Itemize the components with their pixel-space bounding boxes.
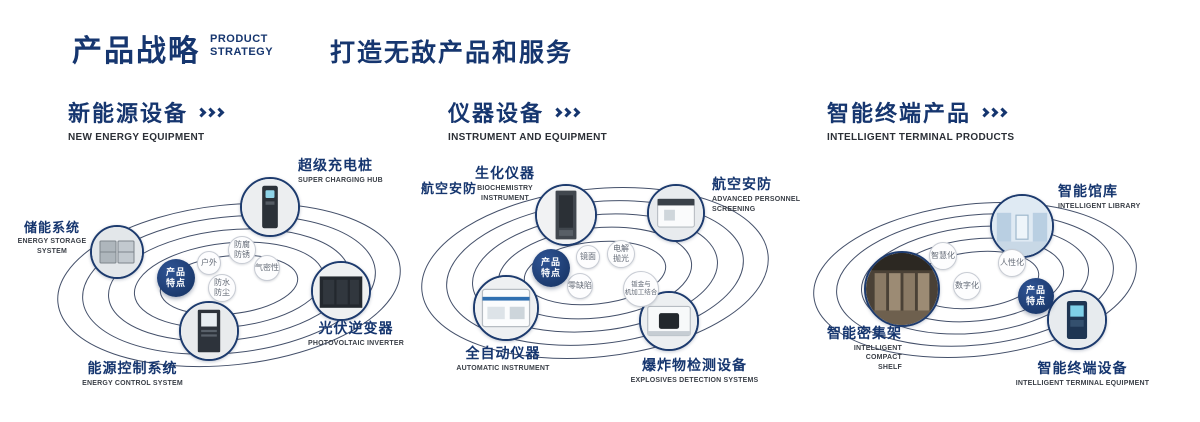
- biochemistry-photo: [537, 186, 595, 244]
- section-title-en: INTELLIGENT TERMINAL PRODUCTS: [827, 132, 1015, 143]
- label-energy-control: 能源控制系统 ENERGY CONTROL SYSTEM: [82, 360, 183, 387]
- label-energy-storage: 储能系统 ENERGY STORAGE SYSTEM: [17, 220, 87, 256]
- brand-block: 产品战略 PRODUCT STRATEGY: [72, 26, 273, 70]
- product-node-energy-storage: [90, 225, 144, 279]
- product-features-hub: 产品 特点: [532, 249, 570, 287]
- section-head-terminal: 智能终端产品 INTELLIGENT TERMINAL PRODUCTS: [827, 96, 1014, 143]
- feature-bubble: 防水防尘: [208, 274, 236, 302]
- product-node-biochemistry: [535, 184, 597, 246]
- feature-bubble: 电解抛光: [607, 240, 635, 268]
- product-node-intelligent-library: [990, 194, 1054, 258]
- label-explosives-detection: 爆炸物检测设备 EXPLOSIVES DETECTION SYSTEMS: [630, 357, 759, 384]
- pv-inverter-photo: [313, 263, 369, 319]
- triple-chevron-icon: [979, 107, 1008, 117]
- triple-chevron-icon: [196, 107, 225, 117]
- terminal-equipment-photo: [1049, 292, 1105, 348]
- label-intelligent-library: 智能馆库 INTELLIGENT LIBRARY: [1058, 183, 1141, 210]
- label-automatic-instrument: 全自动仪器 AUTOMATIC INSTRUMENT: [456, 345, 550, 372]
- product-node-energy-control: [179, 301, 239, 361]
- slogan: 打造无敌产品和服务: [330, 39, 574, 67]
- page-title-en-line2: STRATEGY: [210, 45, 274, 58]
- energy-storage-photo: [92, 227, 142, 277]
- label-compact-shelf: 智能密集架 INTELLIGENT COMPACT SHELF: [827, 325, 902, 372]
- super-charger-photo: [242, 179, 298, 235]
- product-node-pv-inverter: [311, 261, 371, 321]
- section-title: 新能源设备: [68, 101, 189, 126]
- page-title: 产品战略: [72, 35, 200, 68]
- product-features-hub: 产品 特点: [1018, 278, 1054, 314]
- label-biochemistry: 生化仪器 BIOCHEMISTRY INSTRUMENT: [475, 165, 535, 203]
- page-title-en: PRODUCT STRATEGY: [210, 33, 273, 58]
- product-node-compact-shelf: [864, 251, 940, 327]
- product-node-super-charger: [240, 177, 300, 237]
- feature-bubble: 气密性: [254, 255, 280, 281]
- personnel-screening-photo: [649, 186, 703, 240]
- label-terminal-equipment: 智能终端设备 INTELLIGENT TERMINAL EQUIPMENT: [1015, 360, 1150, 387]
- compact-shelf-photo: [866, 253, 938, 325]
- product-node-terminal-equipment: [1047, 290, 1107, 350]
- section-head-instruments: 仪器设备 INSTRUMENT AND EQUIPMENT: [448, 96, 607, 143]
- label-aviation-security: 航空安防: [421, 181, 478, 196]
- feature-bubble: 镜面: [576, 245, 600, 269]
- feature-bubble: 防腐防锈: [228, 236, 256, 264]
- energy-control-photo: [181, 303, 237, 359]
- feature-bubble: 人性化: [998, 249, 1026, 277]
- product-node-personnel-screening: [647, 184, 705, 242]
- feature-bubble: 智慧化: [929, 242, 957, 270]
- page-title-en-line1: PRODUCT: [210, 33, 268, 45]
- section-title: 仪器设备: [448, 101, 545, 126]
- triple-chevron-icon: [552, 107, 581, 117]
- intelligent-library-photo: [992, 196, 1052, 256]
- section-head-new-energy: 新能源设备 NEW ENERGY EQUIPMENT: [68, 96, 225, 143]
- section-title: 智能终端产品: [827, 101, 972, 126]
- product-node-automatic-instrument: [473, 275, 539, 341]
- label-pv-inverter: 光伏逆变器 PHOTOVOLTAIC INVERTER: [308, 320, 404, 347]
- feature-bubble: 钣金与机加工结合: [623, 271, 659, 307]
- label-personnel-screening: 航空安防 ADVANCED PERSONNEL SCREENING: [712, 176, 801, 214]
- feature-bubble: 零缺陷: [567, 273, 593, 299]
- section-title-en: INSTRUMENT AND EQUIPMENT: [448, 132, 608, 143]
- feature-bubble: 数字化: [953, 272, 981, 300]
- automatic-instrument-photo: [475, 277, 537, 339]
- product-features-hub: 产品 特点: [157, 259, 195, 297]
- feature-bubble: 户外: [197, 251, 221, 275]
- label-super-charger: 超级充电桩 SUPER CHARGING HUB: [298, 157, 383, 184]
- section-title-en: NEW ENERGY EQUIPMENT: [68, 132, 205, 143]
